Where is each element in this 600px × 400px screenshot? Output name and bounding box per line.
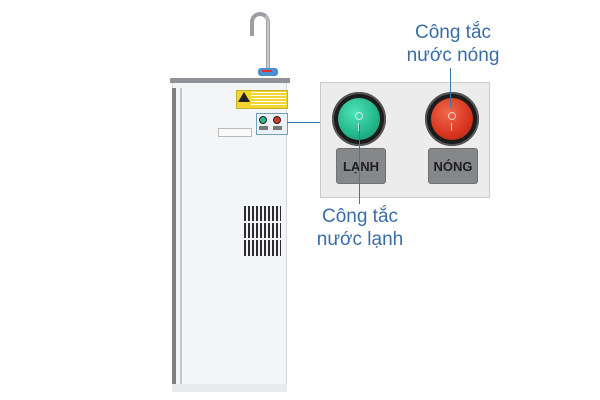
door-handle bbox=[218, 128, 252, 137]
faucet-lever bbox=[258, 68, 278, 76]
power-on-symbol-icon bbox=[358, 123, 359, 131]
faucet-hot-mark bbox=[262, 70, 272, 72]
cold-label-plate: LẠNH bbox=[336, 148, 386, 184]
hot-caption-line2: nước nóng bbox=[406, 45, 500, 66]
power-off-symbol-icon bbox=[448, 112, 456, 120]
hot-switch-small bbox=[273, 116, 281, 124]
cold-caption-line2: nước lạnh bbox=[316, 229, 404, 250]
hot-water-switch bbox=[425, 92, 479, 146]
cold-switch-caption: Công tắc nước lạnh bbox=[305, 205, 415, 251]
hot-label-plate: NÓNG bbox=[428, 148, 478, 184]
cold-caption-leader bbox=[359, 124, 360, 204]
cold-caption-line1: Công tắc bbox=[321, 206, 399, 227]
hot-switch-caption: Công tắc nước nóng bbox=[398, 21, 508, 67]
vent-divider bbox=[244, 221, 281, 223]
cold-water-switch bbox=[332, 92, 386, 146]
cold-label-small bbox=[259, 126, 268, 130]
hot-label-small bbox=[273, 126, 282, 130]
cold-switch-small bbox=[259, 116, 267, 124]
ventilation-grille bbox=[244, 206, 281, 256]
warning-icon bbox=[238, 92, 250, 102]
power-off-symbol-icon bbox=[355, 112, 363, 120]
vent-divider bbox=[244, 238, 281, 240]
zoom-leader-line bbox=[287, 122, 321, 123]
cabinet-base bbox=[172, 384, 287, 392]
cabinet-door-seam bbox=[180, 88, 182, 388]
cabinet-top-edge bbox=[170, 78, 290, 83]
hot-caption-line1: Công tắc bbox=[414, 22, 492, 43]
hot-switch-cap bbox=[431, 98, 473, 140]
faucet-stem bbox=[266, 22, 270, 74]
faucet-tip bbox=[250, 28, 254, 36]
warning-text bbox=[251, 92, 286, 106]
power-on-symbol-icon bbox=[451, 123, 452, 131]
cabinet-side-edge bbox=[172, 88, 176, 388]
hot-caption-leader bbox=[450, 68, 451, 108]
